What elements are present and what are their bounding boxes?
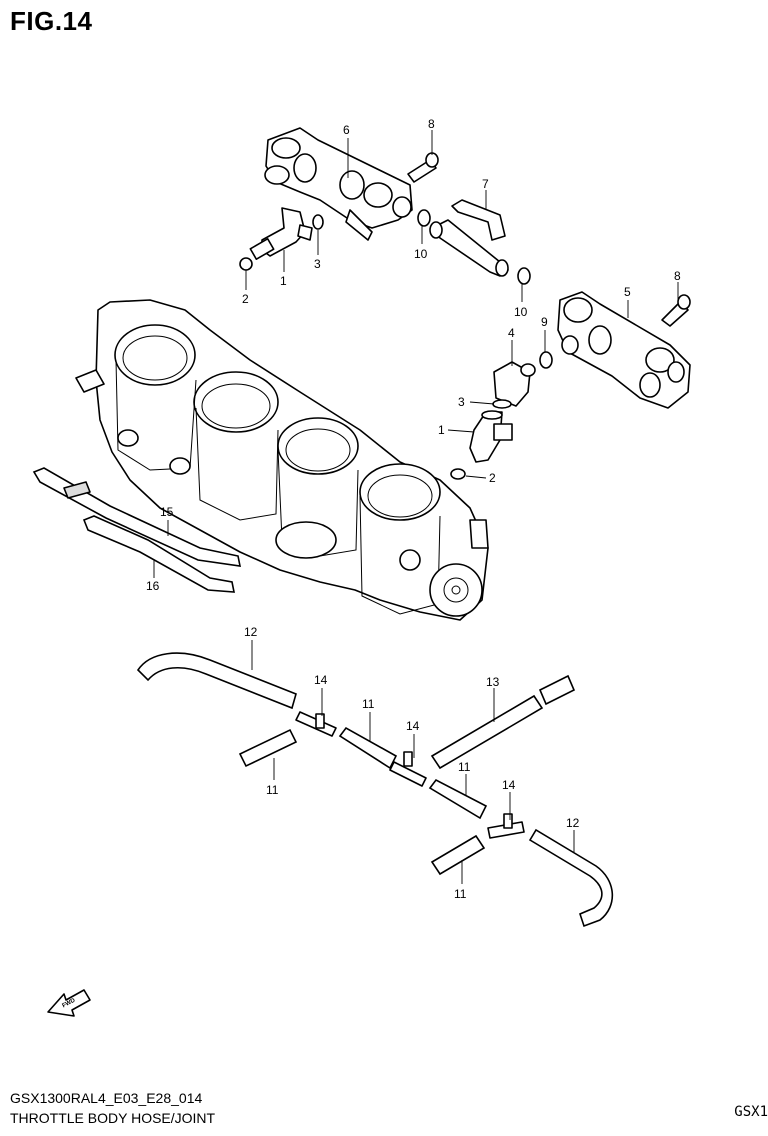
callout-4: 4 bbox=[508, 326, 515, 340]
callout-6: 6 bbox=[343, 123, 350, 137]
callout-15: 15 bbox=[160, 505, 174, 519]
callout-14-a: 14 bbox=[314, 673, 328, 687]
callout-10-upper: 10 bbox=[414, 247, 428, 261]
diagram-code: GSX1300RAL4_E03_E28_014 bbox=[10, 1090, 203, 1106]
o-ring-10-lower[interactable] bbox=[517, 267, 531, 285]
seal-2-upper[interactable] bbox=[239, 257, 253, 271]
joint-14-a[interactable] bbox=[295, 711, 337, 737]
fuel-injector-1-upper[interactable] bbox=[249, 207, 313, 260]
seal-2-lower[interactable] bbox=[450, 468, 466, 480]
o-ring-3-lower[interactable] bbox=[492, 399, 512, 409]
callout-3-upper: 3 bbox=[314, 257, 321, 271]
callout-1-lower: 1 bbox=[438, 423, 445, 437]
callout-8-right: 8 bbox=[674, 269, 681, 283]
callout-16: 16 bbox=[146, 579, 160, 593]
callout-2-lower: 2 bbox=[489, 471, 496, 485]
figure-title: FIG.14 bbox=[10, 6, 93, 36]
hose-16[interactable] bbox=[82, 515, 235, 593]
hose-11-b[interactable] bbox=[338, 726, 398, 770]
hose-12-lower[interactable] bbox=[528, 828, 614, 928]
callout-11-b: 11 bbox=[362, 697, 375, 711]
diagram-title: THROTTLE BODY HOSE/JOINT bbox=[10, 1110, 216, 1126]
hose-11-c[interactable] bbox=[428, 778, 488, 820]
callout-11-c: 11 bbox=[458, 760, 471, 774]
callout-3-lower: 3 bbox=[458, 395, 465, 409]
o-ring-9[interactable] bbox=[539, 351, 553, 369]
callout-10-lower: 10 bbox=[514, 305, 528, 319]
callout-2-upper: 2 bbox=[242, 292, 249, 306]
o-ring-3-upper[interactable] bbox=[312, 214, 324, 230]
throttle-body-assembly[interactable] bbox=[75, 299, 489, 621]
callout-12-upper: 12 bbox=[244, 625, 258, 639]
callout-1-upper: 1 bbox=[280, 274, 287, 288]
leader-lines bbox=[153, 130, 679, 884]
fuel-joint-7[interactable] bbox=[429, 199, 509, 277]
hose-15[interactable] bbox=[32, 467, 242, 567]
callout-12-lower: 12 bbox=[566, 816, 580, 830]
screw-8-upper[interactable] bbox=[407, 152, 439, 183]
callout-13: 13 bbox=[486, 675, 500, 689]
fuel-delivery-pipe-5[interactable] bbox=[557, 291, 691, 409]
hose-13[interactable] bbox=[430, 694, 544, 770]
hose-13-end[interactable] bbox=[538, 674, 576, 706]
callout-11-d: 11 bbox=[454, 887, 467, 901]
callout-11-a: 11 bbox=[266, 783, 279, 797]
callout-14-c: 14 bbox=[502, 778, 516, 792]
callout-5: 5 bbox=[624, 285, 631, 299]
o-ring-10-upper[interactable] bbox=[417, 209, 431, 227]
hose-12-upper[interactable] bbox=[136, 652, 297, 710]
fuel-delivery-pipe-6[interactable] bbox=[264, 127, 413, 241]
joint-14-c[interactable] bbox=[487, 813, 525, 839]
joint-14-b[interactable] bbox=[389, 751, 427, 787]
hose-11-a[interactable] bbox=[238, 728, 298, 768]
forward-arrow-icon: FWD bbox=[47, 989, 91, 1017]
callout-7: 7 bbox=[482, 177, 489, 191]
callout-numbers: 6 8 7 3 1 2 10 10 5 8 9 4 3 1 2 15 16 12… bbox=[146, 117, 681, 901]
callout-8-upper: 8 bbox=[428, 117, 435, 131]
callout-14-b: 14 bbox=[406, 719, 420, 733]
model-code: GSX1 bbox=[734, 1104, 768, 1120]
fuel-injector-1-lower[interactable] bbox=[469, 410, 513, 463]
callout-9: 9 bbox=[541, 315, 548, 329]
hose-11-d[interactable] bbox=[430, 834, 486, 876]
screw-8-right[interactable] bbox=[661, 294, 691, 327]
